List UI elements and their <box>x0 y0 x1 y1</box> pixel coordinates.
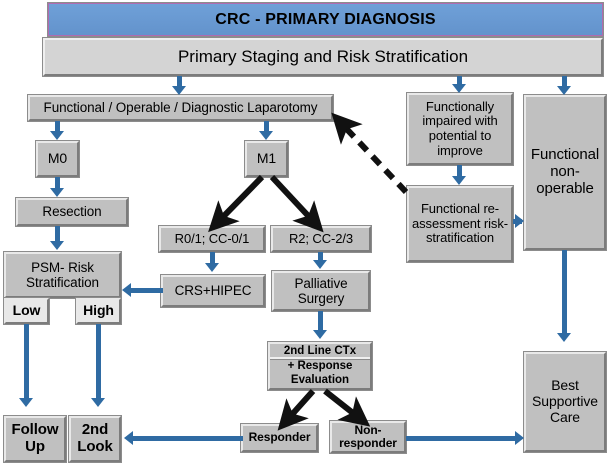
edge-palliative-to-ctx-arrow <box>313 330 327 339</box>
edge-r2-to-palliative <box>318 252 323 261</box>
edge-high-to-second-look-arrow <box>91 398 105 407</box>
edge-low-to-follow-up <box>24 324 29 399</box>
node-functional-reassessment-label: Functional re-assessment risk-stratifica… <box>412 201 508 246</box>
node-crs-hipec[interactable]: CRS+HIPEC <box>160 274 266 308</box>
edge-func-impaired-to-reassess <box>457 165 462 177</box>
edge-subtitle-to-func-nonop-arrow <box>557 86 571 95</box>
edge-palliative-to-ctx <box>318 311 323 331</box>
node-palliative-surgery[interactable]: Palliative Surgery <box>271 270 371 312</box>
edge-reassess-to-func-nonop-arrow <box>515 214 524 228</box>
edge-func-impaired-to-reassess-arrow <box>452 176 466 185</box>
chart-title: CRC - PRIMARY DIAGNOSIS <box>215 10 436 28</box>
node-high[interactable]: High <box>75 297 122 325</box>
edge-nonresponder-to-best-supportive-arrow <box>515 431 524 445</box>
node-low[interactable]: Low <box>3 297 50 325</box>
node-resection[interactable]: Resection <box>15 197 129 227</box>
node-low-label: Low <box>12 302 41 319</box>
edge-laparotomy-to-m0 <box>55 121 60 132</box>
node-laparotomy[interactable]: Functional / Operable / Diagnostic Lapar… <box>27 94 334 122</box>
edge-subtitle-to-laparotomy <box>177 76 182 88</box>
node-m1[interactable]: M1 <box>244 140 289 178</box>
node-crs-hipec-label: CRS+HIPEC <box>174 283 252 299</box>
edge-m0-to-resection <box>55 177 60 189</box>
edge-r01-to-crs <box>210 252 215 264</box>
node-functionally-impaired-label: Functionally impaired with potential to … <box>422 98 498 158</box>
edge-func-nonop-to-best-supportive-arrow <box>557 333 571 342</box>
node-r2-label: R2; CC-2/3 <box>288 230 354 246</box>
edge-ctx-to-nonresponder <box>323 388 371 427</box>
edge-responder-to-second-look <box>133 436 243 441</box>
node-second-look[interactable]: 2nd Look <box>68 415 122 463</box>
node-resection-label: Resection <box>42 204 102 220</box>
edge-subtitle-to-func-impaired <box>457 76 462 85</box>
node-responder-label: Responder <box>248 430 311 445</box>
edge-responder-to-second-look-arrow <box>124 431 133 445</box>
edge-crs-to-psm <box>131 288 163 293</box>
node-psm-risk-label: PSM- Risk Stratification <box>26 259 99 290</box>
edge-laparotomy-to-m1 <box>264 121 269 132</box>
edge-subtitle-to-func-nonop <box>562 76 567 87</box>
node-2nd-line-ctx-line1: 2nd Line CTx <box>283 344 357 357</box>
node-2nd-line-ctx-header: 2nd Line CTx <box>270 344 370 360</box>
edge-reassess-to-laparotomy-dashed <box>331 112 409 195</box>
node-follow-up[interactable]: Follow Up <box>3 415 67 463</box>
edge-laparotomy-to-m0-arrow <box>50 131 64 140</box>
node-follow-up-label: Follow Up <box>11 421 59 455</box>
node-non-responder[interactable]: Non-responder <box>329 420 407 454</box>
node-m0-label: M0 <box>47 150 68 167</box>
node-m1-label: M1 <box>256 150 277 167</box>
node-r01-cc01[interactable]: R0/1; CC-0/1 <box>158 225 266 253</box>
node-second-look-label: 2nd Look <box>77 421 113 455</box>
node-2nd-line-ctx[interactable]: 2nd Line CTx + Response Evaluation <box>267 341 373 391</box>
node-2nd-line-ctx-body: + Response Evaluation <box>270 360 370 388</box>
edge-laparotomy-to-m1-arrow <box>259 131 273 140</box>
node-non-responder-label: Non-responder <box>339 422 397 450</box>
edge-resection-to-psm <box>55 226 60 242</box>
node-functional-non-operable-label: Functional non-operable <box>530 146 600 197</box>
node-functional-reassessment[interactable]: Functional re-assessment risk-stratifica… <box>406 185 514 263</box>
node-responder[interactable]: Responder <box>240 423 319 453</box>
node-functionally-impaired[interactable]: Functionally impaired with potential to … <box>406 92 514 166</box>
primary-staging-label: Primary Staging and Risk Stratification <box>177 47 469 66</box>
node-psm-risk-stratification[interactable]: PSM- Risk Stratification <box>3 251 122 299</box>
edge-func-nonop-to-best-supportive <box>562 250 567 334</box>
node-r01-label: R0/1; CC-0/1 <box>174 230 250 246</box>
edge-nonresponder-to-best-supportive <box>406 436 516 441</box>
edge-m0-to-resection-arrow <box>50 188 64 197</box>
node-laparotomy-label: Functional / Operable / Diagnostic Lapar… <box>43 100 318 116</box>
node-palliative-surgery-label: Palliative Surgery <box>294 275 348 306</box>
node-best-supportive-care-label: Best Supportive Care <box>532 377 598 425</box>
node-functional-non-operable[interactable]: Functional non-operable <box>523 94 607 251</box>
edge-high-to-second-look <box>96 324 101 399</box>
edge-m1-to-r01 <box>208 174 265 233</box>
node-m0[interactable]: M0 <box>35 140 80 178</box>
node-2nd-line-ctx-line2: + Response Evaluation <box>287 360 353 386</box>
edge-subtitle-to-func-impaired-arrow <box>452 84 466 93</box>
primary-staging-box: Primary Staging and Risk Stratification <box>42 37 604 77</box>
edge-r01-to-crs-arrow <box>205 263 219 272</box>
node-r2-cc23[interactable]: R2; CC-2/3 <box>270 225 372 253</box>
node-best-supportive-care[interactable]: Best Supportive Care <box>523 351 607 453</box>
edge-subtitle-to-laparotomy-arrow <box>172 86 186 95</box>
node-high-label: High <box>83 302 114 319</box>
edge-r2-to-palliative-arrow <box>313 260 327 269</box>
edge-crs-to-psm-arrow <box>122 283 131 297</box>
edge-ctx-to-responder <box>277 389 316 431</box>
edge-m1-to-r2 <box>269 174 324 233</box>
edge-resection-to-psm-arrow <box>50 241 64 250</box>
edge-low-to-follow-up-arrow <box>19 398 33 407</box>
chart-title-bar: CRC - PRIMARY DIAGNOSIS <box>47 2 604 37</box>
